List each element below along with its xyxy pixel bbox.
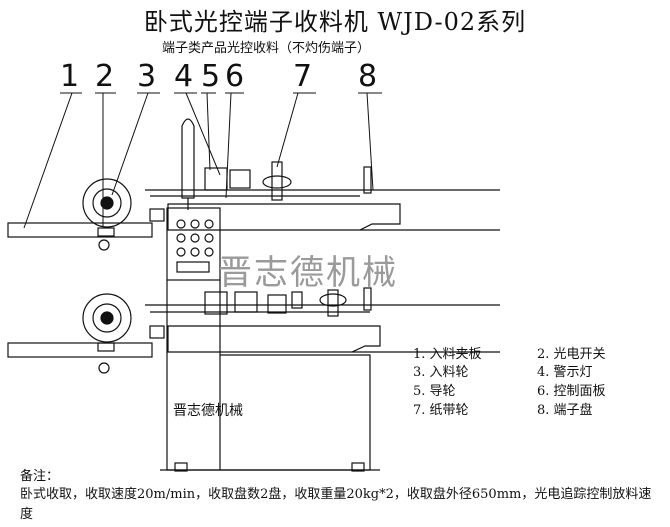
notes-body: 卧式收取，收取速度20m/min，收取盘数2盘，收取重量20kg*2，收取盘外径… — [20, 487, 652, 522]
upper-photo-switch — [97, 227, 115, 237]
upper-bottom-roller — [98, 239, 110, 251]
frame-label: 晋志德机械 — [173, 403, 243, 419]
lower-paper-wheel — [319, 293, 347, 307]
upper-feed-wheel-hub — [100, 196, 114, 210]
legend-item: 3. 入料轮 — [413, 365, 469, 380]
lower-feed-wheel-hub — [100, 311, 114, 325]
upper-paper-wheel-post — [271, 161, 283, 201]
lower-feed-wheel-outer — [82, 293, 132, 343]
upper-feed-wheel-mid — [92, 188, 122, 218]
legend-item: 7. 纸带轮 — [413, 403, 469, 418]
upper-station — [7, 161, 500, 251]
callout-7: 7 — [293, 59, 313, 94]
upper-guide-block — [229, 169, 251, 189]
upper-feed-wheel-outer — [82, 178, 132, 228]
notes-title: 备注： — [20, 469, 60, 484]
callout-1: 1 — [60, 59, 80, 94]
callout-5: 5 — [201, 59, 221, 94]
callout-6: 6 — [225, 59, 245, 94]
lower-guide-block-b — [234, 291, 258, 313]
legend-item: 6. 控制面板 — [537, 384, 606, 399]
callout-4: 4 — [174, 59, 194, 94]
lower-tray-arm — [167, 325, 381, 353]
lower-photo-switch — [97, 342, 115, 352]
lower-guide-block-c — [267, 294, 287, 314]
lower-station — [7, 287, 500, 374]
legend-item: 1. 入料夹板 — [413, 347, 482, 362]
lower-feed-wheel-mid — [92, 303, 122, 333]
machine-frame — [160, 280, 380, 472]
lower-bracket — [149, 325, 165, 339]
lower-bottom-roller — [98, 362, 110, 374]
page-subtitle: 端子类产品光控收料（不灼伤端子） — [162, 41, 371, 56]
legend-item: 5. 导轮 — [413, 384, 456, 399]
upper-tray-arm — [167, 203, 401, 231]
lower-terminal-bar — [363, 287, 372, 311]
legend-item: 8. 端子盘 — [537, 403, 593, 418]
upper-paper-wheel — [262, 175, 292, 189]
legend-item: 2. 光电开关 — [537, 347, 606, 362]
upper-feed-plate — [7, 222, 153, 238]
page-title: 卧式光控端子收料机 WJD-02系列 — [143, 8, 527, 36]
lower-paper-wheel-post — [327, 289, 339, 317]
legend-item: 4. 警示灯 — [537, 365, 593, 380]
lower-feed-plate — [7, 342, 153, 358]
upper-bracket — [149, 208, 165, 222]
callout-8: 8 — [358, 59, 378, 94]
callout-3: 3 — [137, 59, 157, 94]
callout-2: 2 — [95, 59, 115, 94]
watermark: 晋志德机械 — [218, 253, 398, 293]
upper-guide-block-b — [204, 167, 228, 191]
lower-guide-block-d — [291, 291, 303, 309]
lower-guide-block — [204, 291, 228, 315]
control-panel — [166, 207, 221, 281]
upper-terminal-bar — [363, 166, 372, 194]
